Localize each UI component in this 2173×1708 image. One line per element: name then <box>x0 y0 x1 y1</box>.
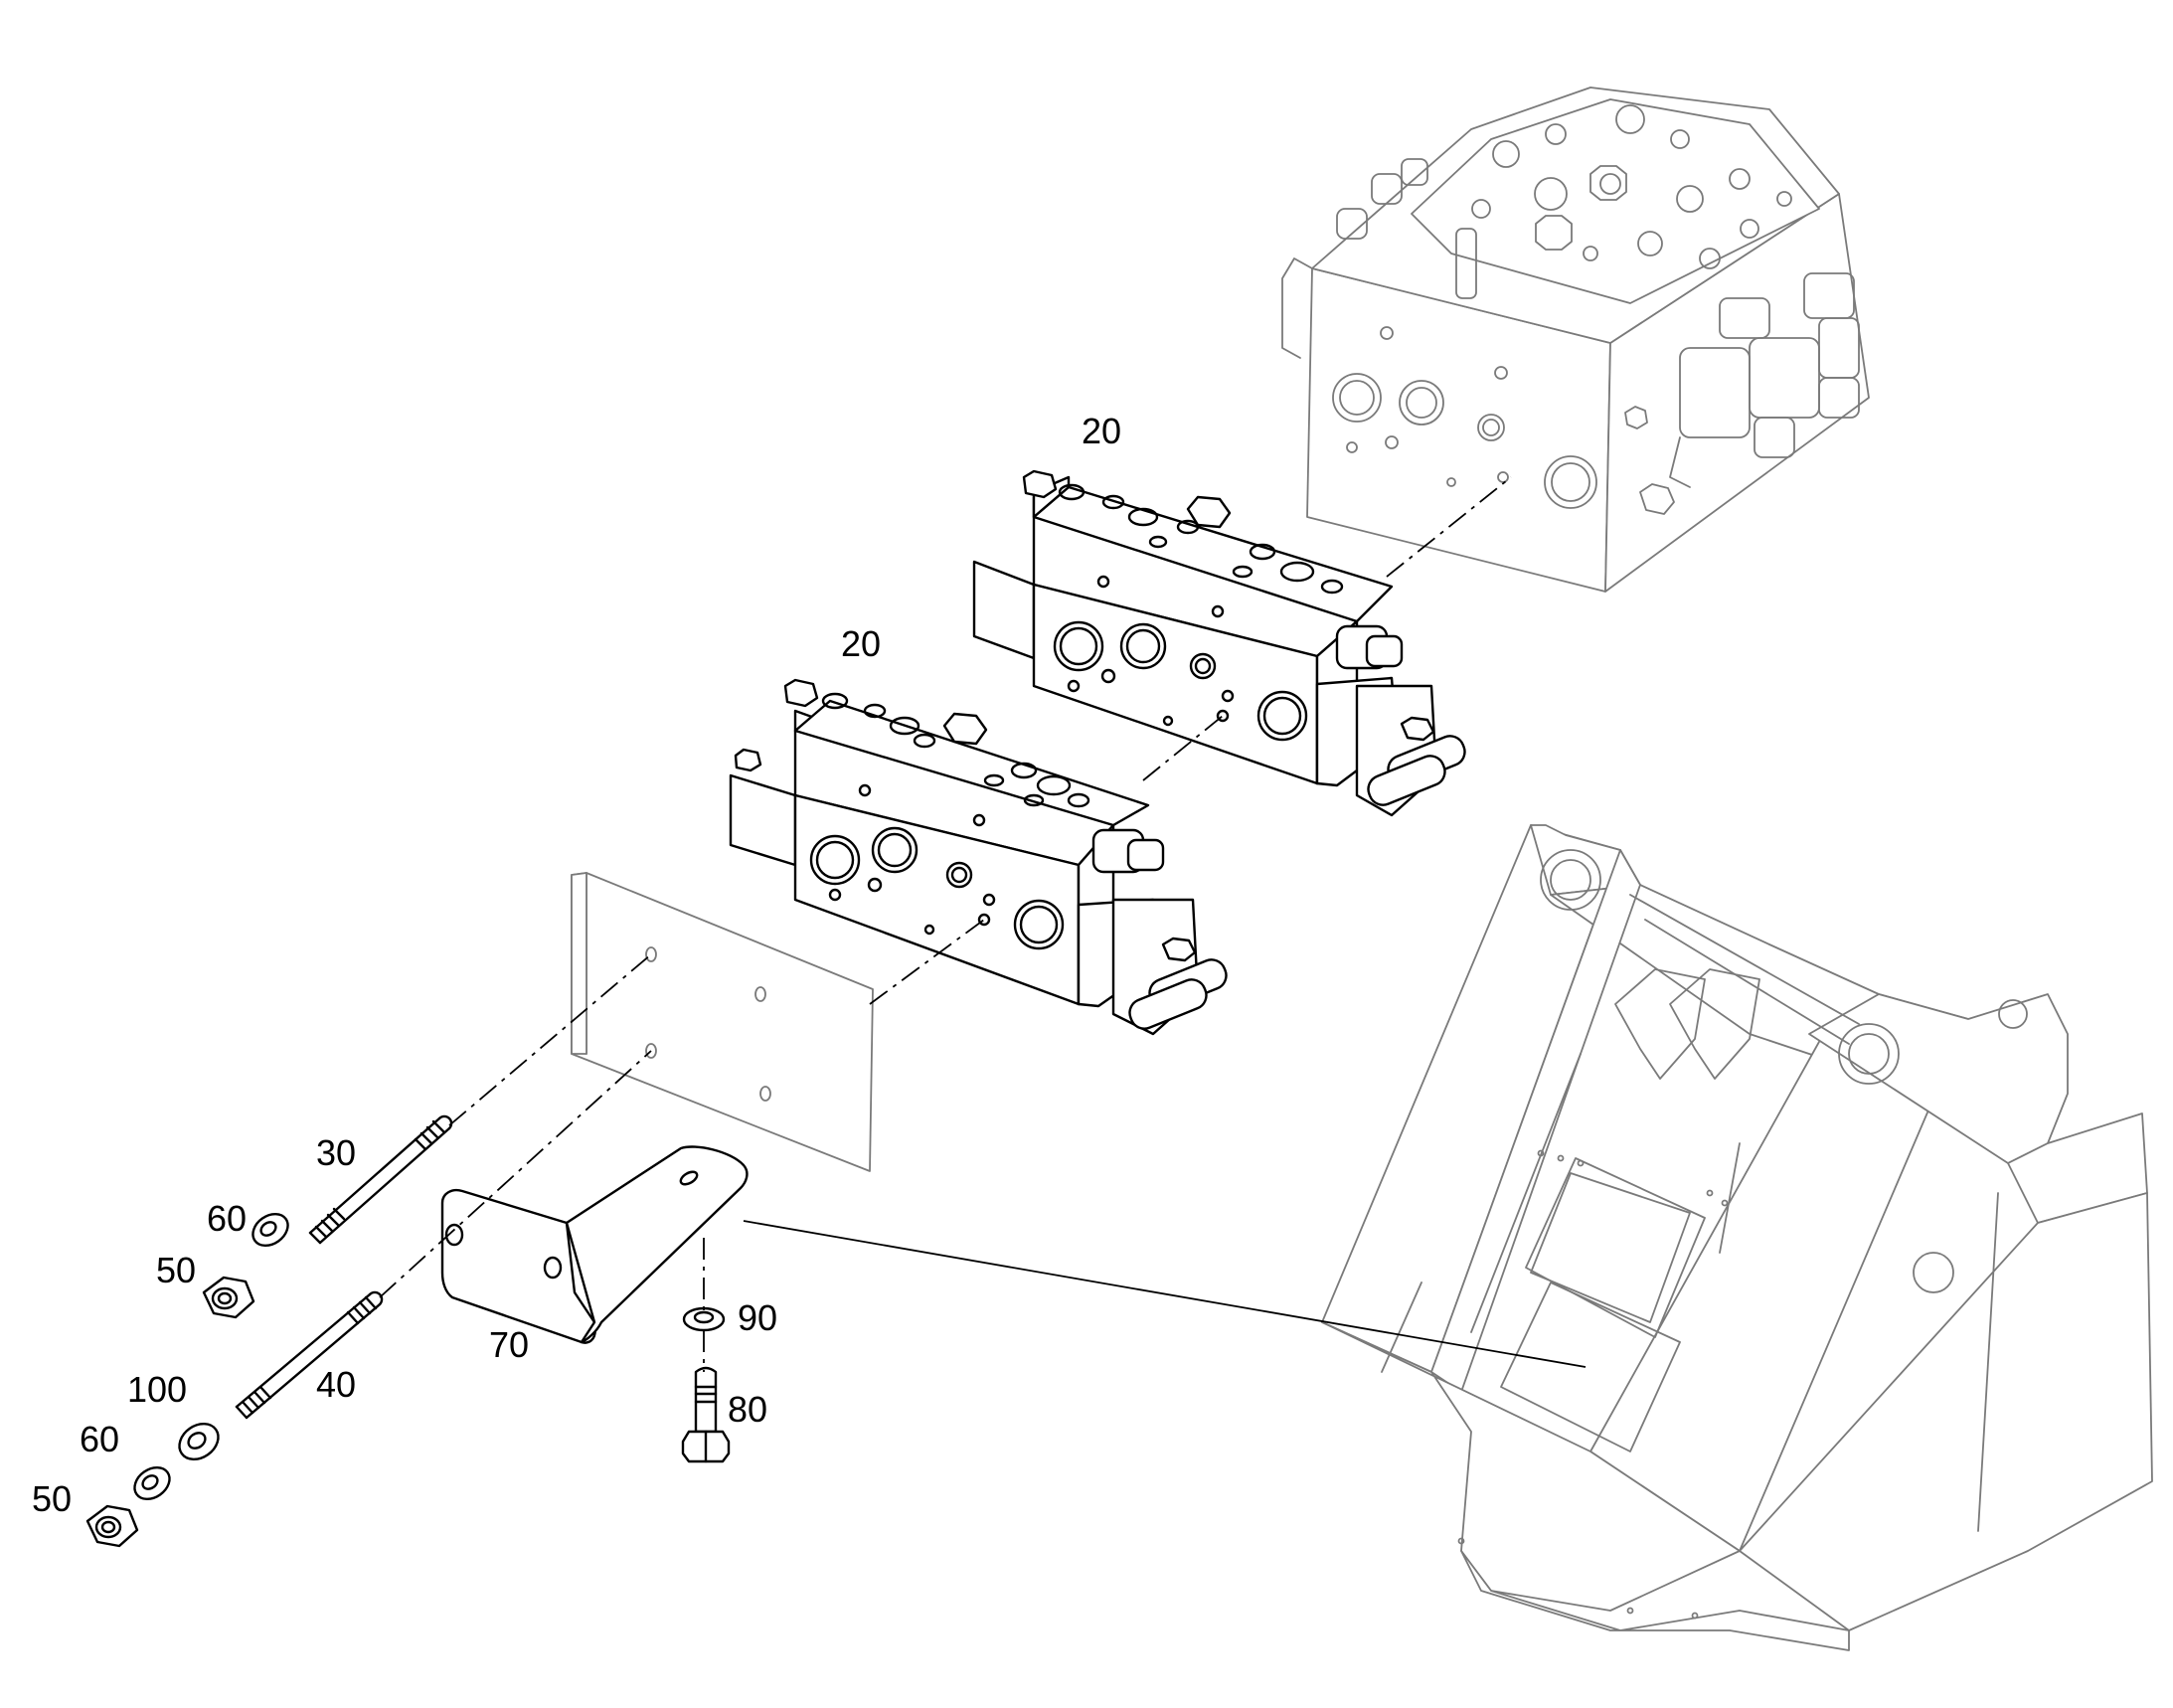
bracket-leader-line <box>743 1220 1587 1368</box>
washer-60-upper <box>251 1212 289 1248</box>
callout-nut-upper: 50 <box>156 1250 197 1290</box>
nut-50-upper <box>202 1276 255 1319</box>
section-valve-upper <box>972 469 1466 817</box>
washer-100 <box>178 1422 220 1461</box>
mounting-bracket <box>440 1145 749 1344</box>
callout-lower-valve: 20 <box>841 623 882 664</box>
section-valve-lower <box>729 678 1228 1036</box>
nut-50-lower <box>85 1504 139 1548</box>
callout-stud-lower: 40 <box>316 1364 357 1405</box>
stud-30 <box>308 1114 453 1245</box>
callout-washer-upper: 60 <box>207 1198 248 1239</box>
main-control-valve <box>1281 86 1870 593</box>
callout-washer-large: 100 <box>127 1369 188 1410</box>
bolt-80 <box>681 1366 731 1463</box>
callout-stud-upper: 30 <box>316 1132 357 1173</box>
callout-washer-lower: 60 <box>80 1419 120 1459</box>
stud-40 <box>235 1290 384 1420</box>
loader-frame <box>1321 824 2153 1651</box>
assembly-center-lines <box>379 476 1512 1372</box>
callout-bolt: 80 <box>728 1389 768 1430</box>
washer-90 <box>682 1306 726 1332</box>
callout-bracket: 70 <box>489 1324 530 1365</box>
callout-upper-valve: 20 <box>1082 411 1122 451</box>
callout-washer-bolt: 90 <box>738 1297 778 1338</box>
adapter-plate <box>571 872 874 1172</box>
washer-60-lower <box>133 1465 171 1501</box>
callout-nut-lower: 50 <box>32 1478 73 1519</box>
